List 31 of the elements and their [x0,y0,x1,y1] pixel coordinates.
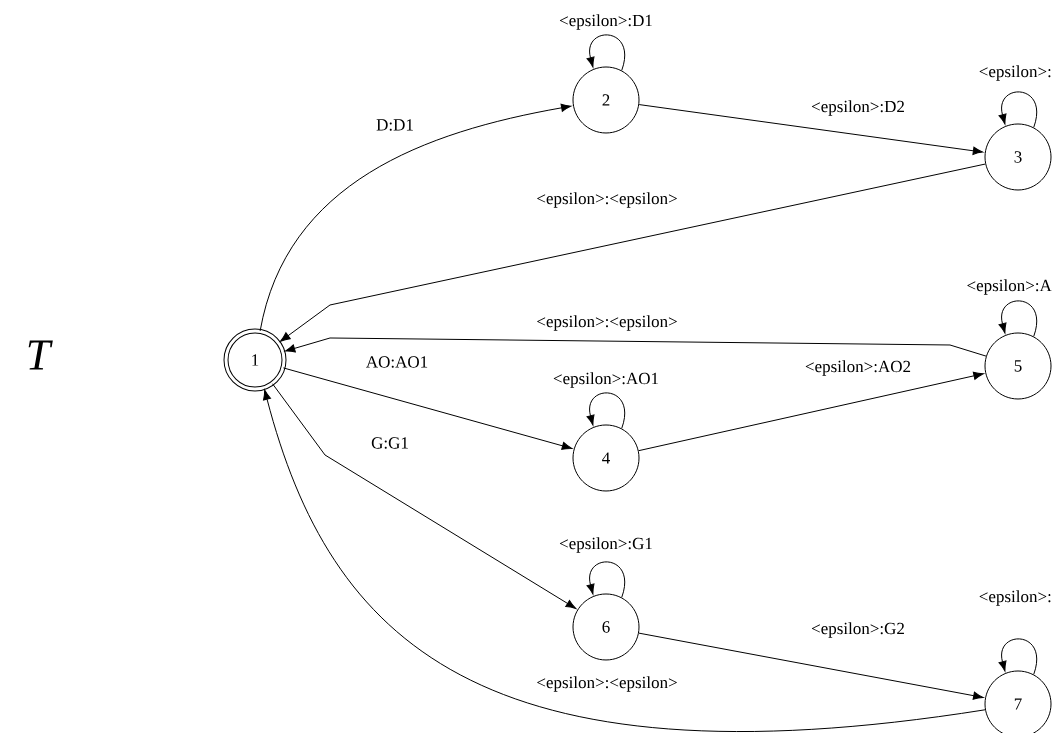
edge-label: <epsilon>:G1 [559,537,652,553]
edge-label: <epsilon>: [979,590,1051,606]
arrow [586,392,625,429]
arrow [638,104,984,155]
edge-label: <epsilon>:D2 [811,100,904,116]
arrow [259,103,572,332]
arrow [638,371,984,452]
edge-label: AO:AO1 [366,356,428,368]
edge-label: <epsilon>:<epsilon> [537,676,677,692]
arrow [282,367,573,450]
edge-label: <epsilon>:AO2 [805,360,911,376]
edge-label: G:G1 [371,437,408,449]
edge-label: <epsilon>:G2 [811,622,904,638]
edge-label: D:D1 [376,119,413,131]
arrow [586,34,625,71]
arrow [998,638,1037,675]
arrow [586,561,625,598]
edge-label: <epsilon>:<epsilon> [537,315,677,331]
arrow [638,632,984,700]
arrow [279,163,986,342]
arrow [998,300,1037,337]
variable-label: T [28,340,53,370]
edge-label: <epsilon>:A [967,279,1052,295]
arrow [272,383,577,609]
arrow [263,389,986,732]
edge-label: <epsilon>:<epsilon> [537,192,677,208]
arrow [998,91,1037,128]
edge-label: <epsilon>: [979,65,1051,81]
edge-label: <epsilon>:AO1 [553,372,658,388]
arrow [284,337,987,357]
edge-label: <epsilon>:D1 [559,14,652,30]
